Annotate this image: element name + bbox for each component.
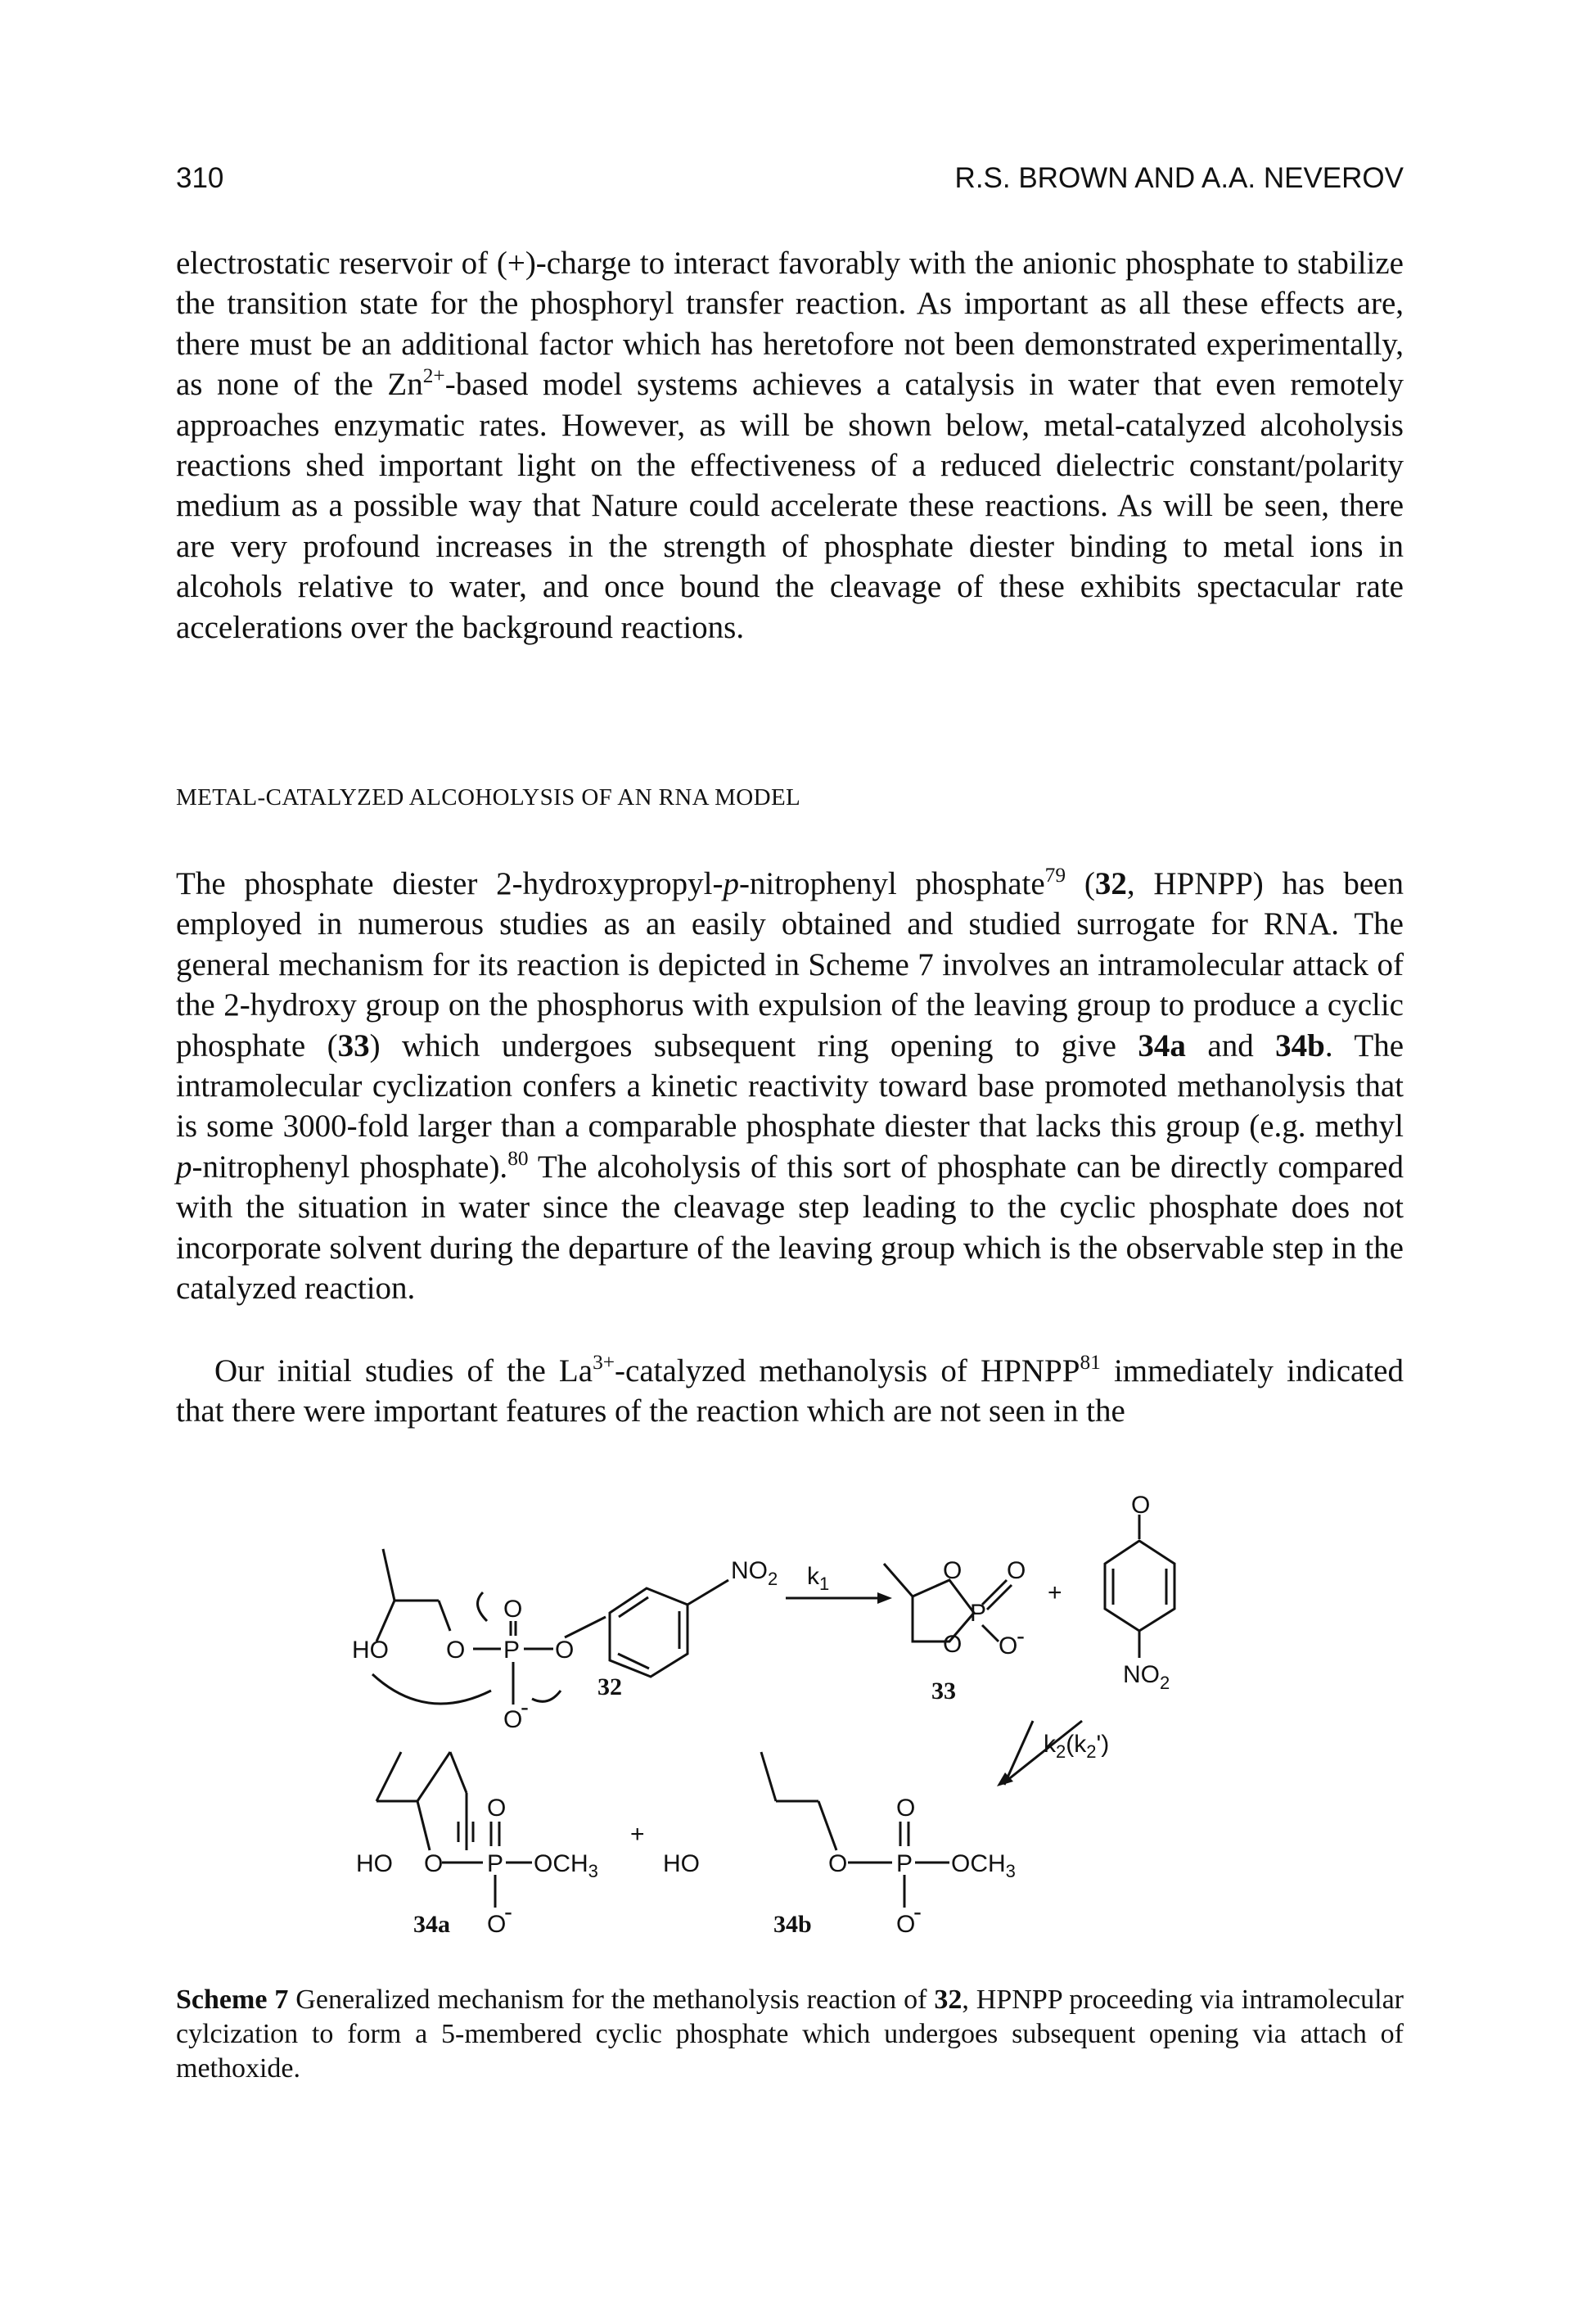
svg-text:-: - (1017, 1623, 1025, 1650)
svg-text:O: O (999, 1632, 1017, 1659)
svg-text:O: O (1131, 1492, 1150, 1519)
svg-text:NO2: NO2 (731, 1557, 778, 1589)
section-heading: METAL-CATALYZED ALCOHOLYSIS OF AN RNA MO… (176, 784, 801, 811)
svg-text:34b: 34b (773, 1911, 812, 1938)
svg-text:34a: 34a (413, 1911, 450, 1938)
page-header: 310 R.S. BROWN AND A.A. NEVEROV (176, 162, 1404, 211)
svg-text:k1: k1 (807, 1563, 829, 1594)
running-head: R.S. BROWN AND A.A. NEVEROV (954, 162, 1404, 194)
svg-text:P: P (503, 1637, 520, 1664)
page-number: 310 (176, 162, 224, 194)
svg-text:O: O (896, 1911, 915, 1938)
svg-text:P: P (896, 1850, 913, 1877)
paragraph-3: Our initial studies of the La3+-catalyze… (176, 1350, 1404, 1429)
svg-text:-: - (521, 1694, 529, 1721)
svg-text:+: + (630, 1821, 645, 1848)
svg-text:32: 32 (597, 1673, 622, 1700)
svg-text:OCH3: OCH3 (534, 1850, 598, 1881)
svg-text:O: O (1007, 1557, 1026, 1584)
svg-text:OCH3: OCH3 (951, 1850, 1016, 1881)
svg-text:HO: HO (663, 1850, 700, 1877)
svg-text:O: O (943, 1557, 962, 1584)
svg-text:HO: HO (356, 1850, 393, 1877)
svg-text:NO2: NO2 (1123, 1661, 1170, 1693)
svg-text:O: O (503, 1706, 522, 1733)
svg-text:k2(k2'): k2(k2') (1044, 1731, 1109, 1762)
svg-text:O: O (828, 1850, 847, 1877)
svg-text:O: O (446, 1637, 465, 1664)
svg-text:O: O (503, 1596, 522, 1623)
svg-text:O: O (487, 1795, 506, 1822)
scheme-7-figure: HO O P O O O - NO2 32 k1 O O P O O - + 3… (352, 1492, 1176, 1938)
svg-text:O: O (555, 1637, 574, 1664)
svg-text:P: P (487, 1850, 503, 1877)
svg-text:+: + (1048, 1579, 1062, 1606)
svg-text:-: - (913, 1899, 922, 1926)
svg-text:O: O (943, 1631, 962, 1658)
svg-text:O: O (487, 1911, 506, 1938)
svg-text:33: 33 (931, 1678, 956, 1705)
svg-text:O: O (896, 1795, 915, 1822)
svg-text:O: O (424, 1850, 443, 1877)
paragraph-2: The phosphate diester 2-hydroxypropyl-p-… (176, 863, 1404, 1307)
scheme-caption: Scheme 7 Generalized mechanism for the m… (176, 1985, 1404, 2084)
svg-text:HO: HO (352, 1637, 389, 1664)
paragraph-1: electrostatic reservoir of (+)-charge to… (176, 246, 1404, 645)
svg-text:-: - (504, 1899, 512, 1926)
svg-text:P: P (970, 1600, 986, 1627)
